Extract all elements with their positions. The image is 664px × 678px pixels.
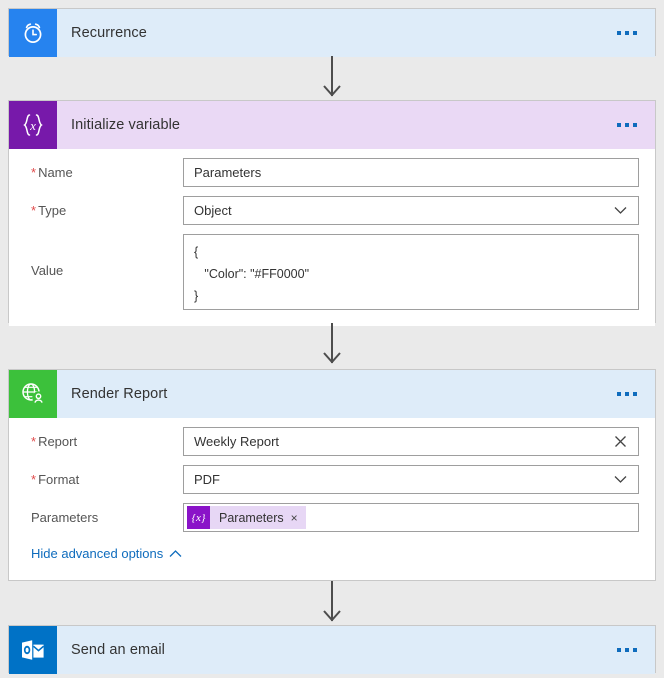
field-wrap-parameters: {x} Parameters × bbox=[183, 503, 639, 532]
globe-person-icon bbox=[9, 370, 57, 418]
variable-braces-icon: x bbox=[9, 101, 57, 149]
step-card-render-report[interactable]: Render Report *Report Weekly Report *For… bbox=[8, 369, 656, 581]
card-menu-button-render-report[interactable] bbox=[617, 392, 637, 396]
field-wrap-format: PDF bbox=[183, 465, 639, 494]
field-label-value: Value bbox=[31, 263, 64, 278]
outlook-icon bbox=[9, 626, 57, 674]
type-dropdown[interactable]: Object bbox=[183, 196, 639, 225]
field-wrap-type: Object bbox=[183, 196, 639, 225]
alarm-clock-icon bbox=[9, 9, 57, 57]
form-row-report: *Report Weekly Report bbox=[9, 418, 655, 456]
field-label-name: *Name bbox=[31, 165, 73, 180]
connector-line-2 bbox=[331, 323, 333, 363]
value-textarea[interactable]: { "Color": "#FF0000" } bbox=[183, 234, 639, 310]
field-wrap-value: { "Color": "#FF0000" } bbox=[183, 234, 639, 310]
field-wrap-report: Weekly Report bbox=[183, 427, 639, 456]
card-header-send-an-email[interactable]: Send an email bbox=[9, 626, 655, 674]
name-input[interactable]: Parameters bbox=[183, 158, 639, 187]
token-chip-parameters[interactable]: {x} Parameters × bbox=[187, 506, 306, 529]
card-header-initialize-variable[interactable]: x Initialize variable bbox=[9, 101, 655, 149]
connector-arrow-1 bbox=[323, 85, 341, 97]
hide-advanced-options-link[interactable]: Hide advanced options bbox=[31, 546, 182, 561]
chevron-down-icon[interactable] bbox=[610, 465, 630, 494]
connector-line-1 bbox=[331, 56, 333, 96]
card-body-render-report: *Report Weekly Report *Format PDF bbox=[9, 418, 655, 579]
card-body-spacer bbox=[9, 563, 655, 579]
card-body-initialize-variable: *Name Parameters *Type Object bbox=[9, 149, 655, 326]
step-card-send-an-email[interactable]: Send an email bbox=[8, 625, 656, 674]
form-row-format: *Format PDF bbox=[9, 456, 655, 494]
card-title-render-report: Render Report bbox=[71, 386, 168, 402]
connector-arrow-3 bbox=[323, 610, 341, 622]
required-asterisk: * bbox=[31, 434, 37, 449]
variable-braces-icon: {x} bbox=[187, 506, 210, 529]
token-chip-label: Parameters bbox=[219, 510, 284, 525]
chevron-down-icon[interactable] bbox=[610, 196, 630, 225]
card-menu-button-send-an-email[interactable] bbox=[617, 648, 637, 652]
required-asterisk: * bbox=[31, 165, 37, 180]
close-icon[interactable] bbox=[610, 427, 630, 456]
hide-advanced-options-label: Hide advanced options bbox=[31, 546, 164, 561]
svg-text:x: x bbox=[29, 118, 36, 133]
step-card-recurrence[interactable]: Recurrence bbox=[8, 8, 656, 57]
format-dropdown[interactable]: PDF bbox=[183, 465, 639, 494]
card-title-initialize-variable: Initialize variable bbox=[71, 117, 181, 133]
report-input[interactable]: Weekly Report bbox=[183, 427, 639, 456]
card-title-recurrence: Recurrence bbox=[71, 25, 147, 41]
card-menu-button-initialize-variable[interactable] bbox=[617, 123, 637, 127]
field-label-report: *Report bbox=[31, 434, 78, 449]
card-menu-button-recurrence[interactable] bbox=[617, 31, 637, 35]
card-header-recurrence[interactable]: Recurrence bbox=[9, 9, 655, 57]
field-label-format: *Format bbox=[31, 472, 80, 487]
parameters-token-input[interactable]: {x} Parameters × bbox=[183, 503, 639, 532]
field-label-parameters: Parameters bbox=[31, 510, 99, 525]
form-row-parameters: Parameters {x} Parameters × bbox=[9, 494, 655, 532]
card-title-send-an-email: Send an email bbox=[71, 642, 165, 658]
field-label-type: *Type bbox=[31, 203, 67, 218]
required-asterisk: * bbox=[31, 472, 37, 487]
form-row-type: *Type Object bbox=[9, 187, 655, 225]
form-row-value: Value { "Color": "#FF0000" } bbox=[9, 225, 655, 310]
token-remove-icon[interactable]: × bbox=[290, 510, 298, 525]
connector-line-3 bbox=[331, 581, 333, 621]
form-row-name: *Name Parameters bbox=[9, 149, 655, 187]
card-header-render-report[interactable]: Render Report bbox=[9, 370, 655, 418]
required-asterisk: * bbox=[31, 203, 37, 218]
connector-arrow-2 bbox=[323, 352, 341, 364]
field-wrap-name: Parameters bbox=[183, 158, 639, 187]
chevron-up-icon bbox=[169, 549, 182, 558]
step-card-initialize-variable[interactable]: x Initialize variable *Name Parameters *… bbox=[8, 100, 656, 326]
